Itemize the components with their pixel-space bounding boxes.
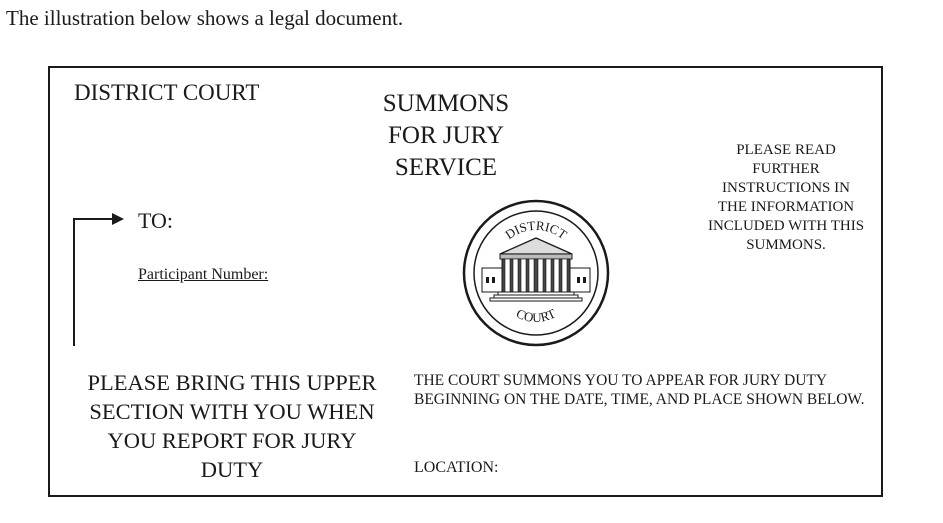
instruction-line: INCLUDED WITH THIS [707,218,865,234]
court-name: DISTRICT COURT [74,80,260,105]
notice-line: SECTION WITH YOU WHEN [89,399,375,424]
location-label: LOCATION: [414,459,499,476]
statement-line: BEGINNING ON THE DATE, TIME, AND PLACE S… [414,391,865,408]
summons-title: SUMMONS FOR JURY SERVICE [356,88,536,184]
notice-line: YOU REPORT FOR JURY [107,428,357,453]
instructions-note: PLEASE READ FURTHER INSTRUCTIONS IN THE … [696,141,876,255]
instruction-line: PLEASE READ [736,142,836,158]
district-court-seal: DISTRICT COURT [462,199,610,347]
seal-bottom-text: COURT [514,306,558,326]
title-line: FOR JURY [387,122,504,149]
to-label: TO: [138,208,174,233]
summons-document: DISTRICT COURT SUMMONS FOR JURY SERVICE … [48,66,883,497]
title-line: SUMMONS [382,90,510,117]
intro-text: The illustration below shows a legal doc… [6,6,404,30]
instruction-line: SUMMONS. [746,237,826,253]
instruction-line: INSTRUCTIONS IN [722,180,850,196]
notice-line: DUTY [200,457,264,482]
instruction-line: FURTHER [752,161,820,177]
participant-number-label: Participant Number: [138,266,269,283]
instruction-line: THE INFORMATION [717,199,855,215]
statement-line: THE COURT SUMMONS YOU TO APPEAR FOR JURY… [414,372,828,389]
title-line: SERVICE [394,154,498,181]
return-arrow-icon [73,213,124,346]
summons-statement: THE COURT SUMMONS YOU TO APPEAR FOR JURY… [414,371,864,409]
notice-line: PLEASE BRING THIS UPPER [87,370,377,395]
courthouse-icon [481,237,591,302]
bring-upper-section-notice: PLEASE BRING THIS UPPER SECTION WITH YOU… [62,368,402,484]
